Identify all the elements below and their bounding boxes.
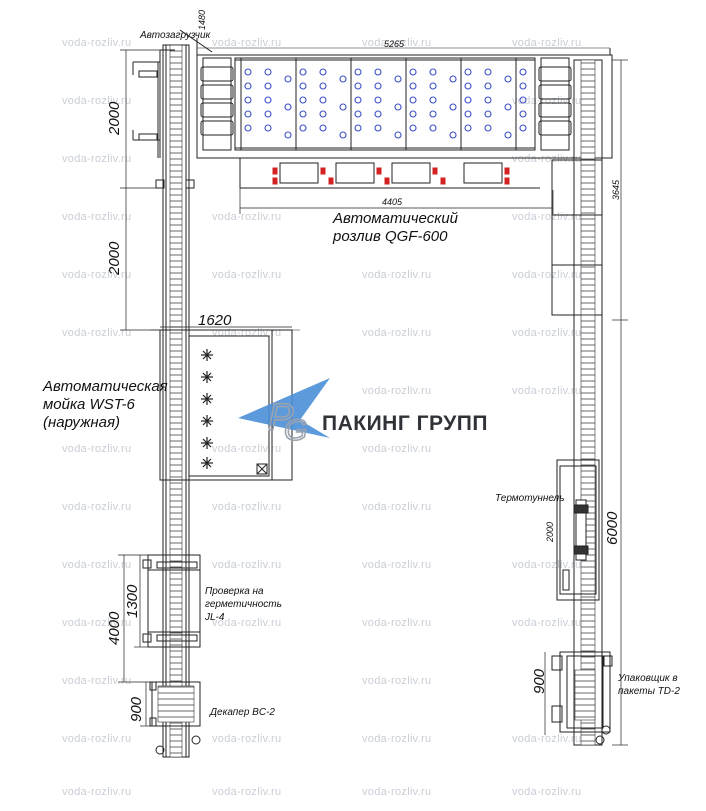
- filler-valves: [244, 68, 527, 139]
- dim-3645: 3645: [611, 179, 621, 200]
- watermark: voda-rozliv.ru: [212, 443, 282, 455]
- brand-name: ПАКИНГ ГРУПП: [322, 412, 488, 435]
- watermark: voda-rozliv.ru: [62, 37, 132, 49]
- watermark: voda-rozliv.ru: [512, 617, 582, 629]
- watermark: voda-rozliv.ru: [362, 559, 432, 571]
- watermark: voda-rozliv.ru: [512, 385, 582, 397]
- packer: [544, 651, 613, 745]
- label-tester-line2: герметичность: [205, 599, 282, 610]
- watermark: voda-rozliv.ru: [212, 37, 282, 49]
- watermark: voda-rozliv.ru: [62, 443, 132, 455]
- left-dim-chain: [118, 49, 160, 727]
- watermark: voda-rozliv.ru: [212, 501, 282, 513]
- dim-2000-mid: 2000: [106, 241, 123, 275]
- watermark: voda-rozliv.ru: [212, 617, 282, 629]
- autoloader: [132, 29, 213, 158]
- label-tester-line1: Проверка на: [205, 586, 264, 597]
- watermark: voda-rozliv.ru: [212, 786, 282, 798]
- dim-1300: 1300: [124, 584, 141, 618]
- filler-pumps: [239, 158, 540, 189]
- watermark: voda-rozliv.ru: [512, 211, 582, 223]
- label-washer-line2: мойка WST-6: [43, 396, 135, 413]
- watermark: voda-rozliv.ru: [62, 327, 132, 339]
- dim-2000-tunnel: 2000: [545, 521, 555, 542]
- dim-3645-line: [612, 59, 628, 321]
- watermark: voda-rozliv.ru: [512, 733, 582, 745]
- thermal-tunnel: [556, 459, 600, 601]
- watermark: voda-rozliv.ru: [362, 37, 432, 49]
- brand-logo: P G: [238, 378, 330, 448]
- watermark: voda-rozliv.ru: [362, 327, 432, 339]
- right-upper-conveyor: [551, 59, 603, 316]
- watermark: voda-rozliv.ru: [512, 37, 582, 49]
- washer-brushes: [201, 349, 213, 469]
- dim-1480: 1480: [197, 9, 207, 30]
- watermark: voda-rozliv.ru: [62, 501, 132, 513]
- label-washer-line1: Автоматическая: [43, 378, 168, 395]
- decapper: [149, 681, 201, 755]
- watermark: voda-rozliv.ru: [362, 617, 432, 629]
- watermark: voda-rozliv.ru: [512, 269, 582, 281]
- left-conveyor: [155, 44, 195, 758]
- label-filler-line2: розлив QGF-600: [333, 228, 448, 245]
- watermark: voda-rozliv.ru: [62, 211, 132, 223]
- watermark: voda-rozliv.ru: [62, 675, 132, 687]
- watermark: voda-rozliv.ru: [62, 617, 132, 629]
- watermark: voda-rozliv.ru: [212, 733, 282, 745]
- watermark: voda-rozliv.ru: [212, 211, 282, 223]
- leak-tester: [142, 554, 201, 648]
- dim-900-right: 900: [531, 668, 548, 694]
- watermark: voda-rozliv.ru: [512, 153, 582, 165]
- watermark: voda-rozliv.ru: [512, 786, 582, 798]
- watermark: voda-rozliv.ru: [212, 269, 282, 281]
- svg-text:P: P: [268, 397, 294, 439]
- watermark: voda-rozliv.ru: [62, 786, 132, 798]
- dim-900-left: 900: [128, 696, 145, 722]
- dim-6000-line: [612, 320, 628, 746]
- watermark: voda-rozliv.ru: [512, 559, 582, 571]
- watermark: voda-rozliv.ru: [512, 327, 582, 339]
- label-decapper: Декапер BC-2: [210, 707, 275, 718]
- watermark: voda-rozliv.ru: [362, 733, 432, 745]
- dim-1620: 1620: [198, 312, 232, 329]
- label-tunnel: Термотуннель: [495, 493, 565, 504]
- label-autoloader: Автозагрузчик: [140, 30, 211, 41]
- dim-4000: 4000: [106, 611, 123, 645]
- filler-valve-markers: [272, 167, 510, 185]
- watermark: voda-rozliv.ru: [62, 559, 132, 571]
- watermark: voda-rozliv.ru: [362, 443, 432, 455]
- watermark: voda-rozliv.ru: [362, 675, 432, 687]
- watermark: voda-rozliv.ru: [62, 95, 132, 107]
- label-washer-line3: (наружная): [43, 414, 121, 431]
- svg-text:G: G: [284, 414, 307, 447]
- dim-5265: 5265: [384, 39, 405, 49]
- watermark: voda-rozliv.ru: [212, 559, 282, 571]
- watermark: voda-rozliv.ru: [362, 786, 432, 798]
- dim-2000-top: 2000: [106, 101, 123, 135]
- watermark: voda-rozliv.ru: [362, 501, 432, 513]
- watermark: voda-rozliv.ru: [62, 269, 132, 281]
- label-tester-line3: JL-4: [205, 612, 225, 623]
- dim-6000: 6000: [604, 511, 621, 545]
- filler-machine: [196, 38, 613, 159]
- label-packer-line2: пакеты TD-2: [618, 686, 680, 697]
- watermark: voda-rozliv.ru: [362, 385, 432, 397]
- watermark: voda-rozliv.ru: [62, 733, 132, 745]
- label-packer-line1: Упаковщик в: [618, 673, 678, 684]
- label-filler-line1: Автоматический: [333, 210, 459, 227]
- dim-4405-line: [239, 188, 554, 214]
- watermark: voda-rozliv.ru: [62, 153, 132, 165]
- watermark: voda-rozliv.ru: [512, 95, 582, 107]
- dim-4405: 4405: [382, 197, 403, 207]
- watermark: voda-rozliv.ru: [362, 269, 432, 281]
